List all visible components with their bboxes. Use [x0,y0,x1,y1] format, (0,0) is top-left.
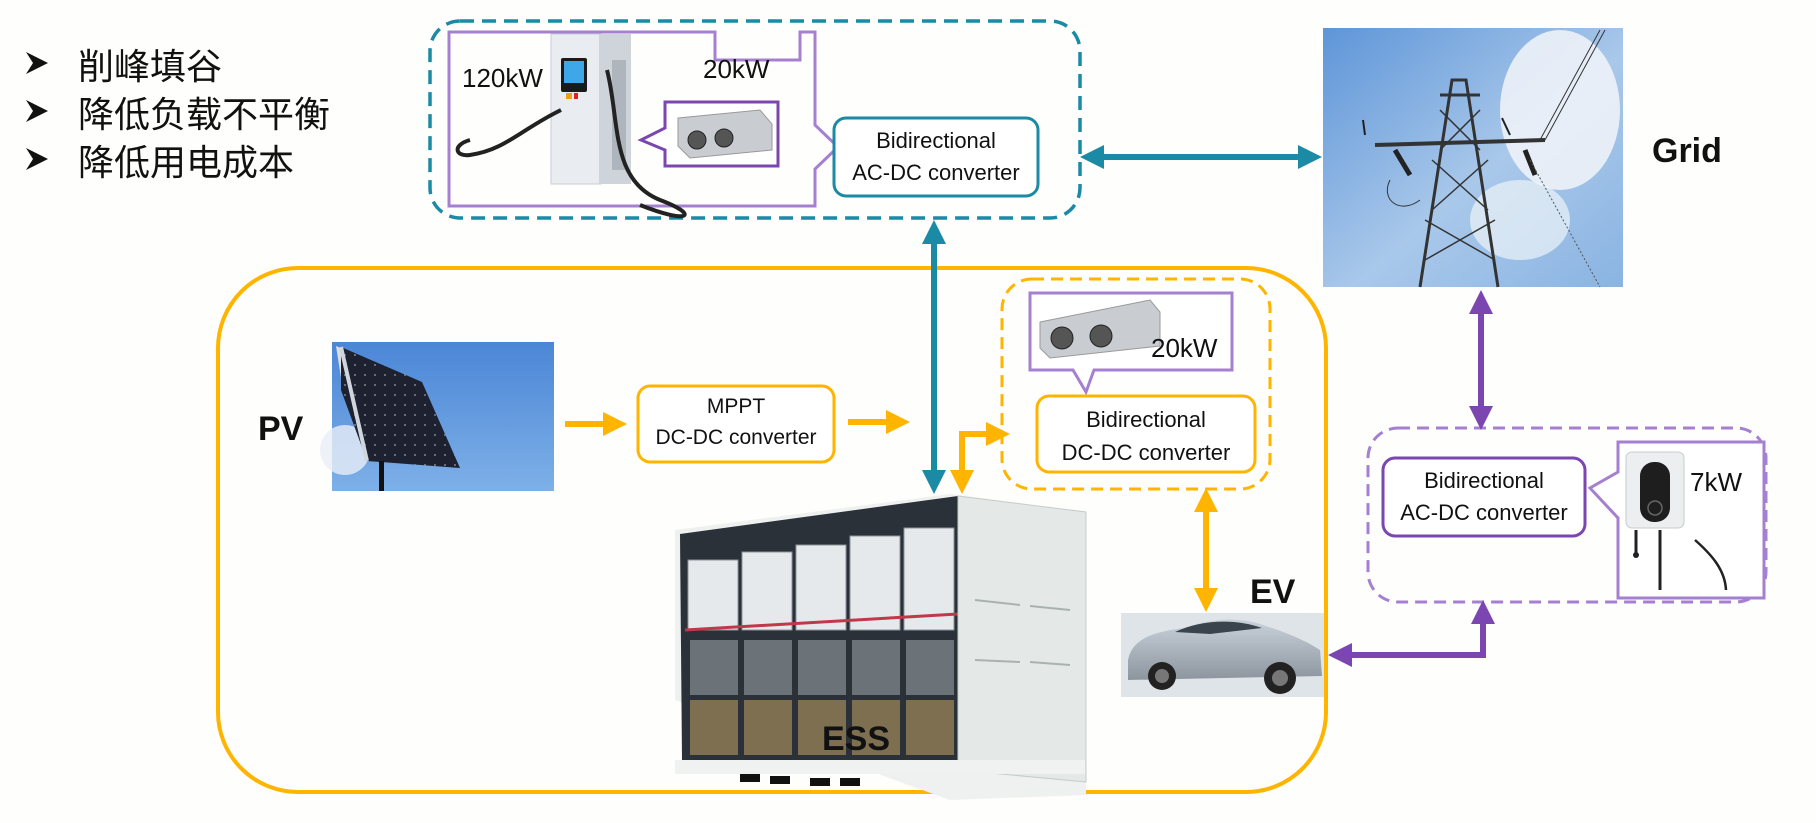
dc-charger-acdc-box [832,116,1040,198]
dcdc-line2: DC-DC converter [1062,440,1231,465]
dc-charger-image [455,33,687,219]
wall-charger-image [1625,451,1728,591]
grid-tower-image [1323,28,1623,288]
ess-label: ESS [822,720,890,758]
benefit-item: 削峰填谷 [24,40,330,88]
microgrid-frame [216,266,1328,794]
ac-charger-acdc-line2: AC-DC converter [1400,500,1567,525]
mppt-converter-box [636,384,836,464]
ac-charger-acdc-line1: Bidirectional [1424,468,1544,493]
pv-label: PV [258,410,304,448]
ess-container-image [675,494,1087,800]
arrow-bullet-icon [24,140,78,181]
dc-charger-power: 120kW [462,63,543,93]
dc-charger-acdc-line1: Bidirectional [876,128,996,153]
arrow-bullet-icon [24,44,78,85]
benefit-text: 降低用电成本 [78,143,295,184]
dc-charger-acdc-line2: AC-DC converter [852,160,1019,185]
dcdc-group [1000,277,1272,491]
ac-charger-power: 7kW [1690,467,1742,497]
ac-charger-group [1366,426,1768,604]
arrow-bullet-icon [24,92,78,133]
ev-label: EV [1250,573,1296,611]
mppt-line1: MPPT [707,395,766,418]
charger-callout [447,30,841,208]
dc-charger-group [428,19,1082,220]
benefits-list: 削峰填谷 降低负载不平衡 降低用电成本 [24,40,330,184]
ac-charger-ev-arrow [1328,600,1495,667]
dcdc-line1: Bidirectional [1086,407,1206,432]
dcdc-ess-arrow [950,422,1010,494]
benefit-text: 削峰填谷 [78,47,223,88]
ac-charger-acdc-box [1381,456,1587,538]
benefit-text: 降低负载不平衡 [78,95,331,136]
mppt-line2: DC-DC converter [655,426,816,449]
solar-panel-image [320,342,554,491]
benefit-item: 降低用电成本 [24,136,330,184]
dc-power-module-image [677,109,773,159]
ev-car-image [1121,613,1324,697]
dc-module-power: 20kW [703,54,770,84]
benefit-item: 降低负载不平衡 [24,88,330,136]
grid-label: Grid [1652,132,1722,170]
dcdc-power-module-image [1039,299,1161,359]
dcdc-converter-box [1035,394,1257,474]
dcdc-module-power: 20kW [1151,333,1218,363]
